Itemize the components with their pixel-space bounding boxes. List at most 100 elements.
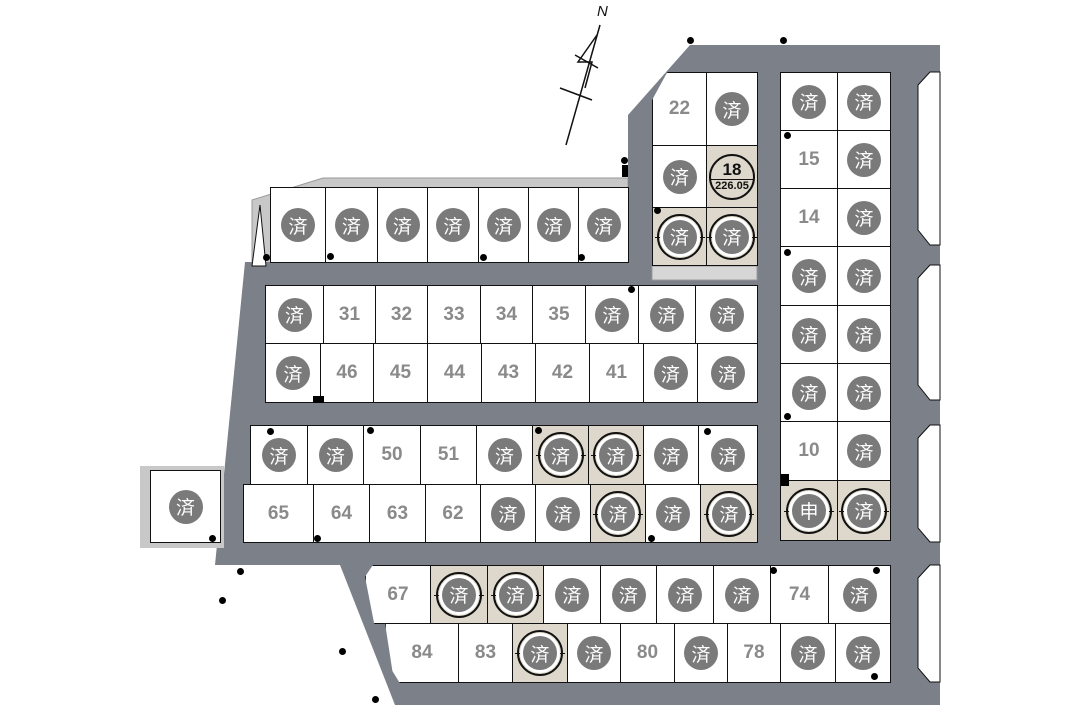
lot[interactable]: 済 <box>837 188 891 247</box>
lot[interactable]: 済 <box>645 484 701 543</box>
lot[interactable]: 済 <box>837 246 891 306</box>
lot[interactable]: 済 <box>590 484 646 543</box>
lot[interactable]: 34 <box>480 285 533 344</box>
lot[interactable]: 14 <box>780 188 838 247</box>
lot[interactable]: 済 <box>270 187 326 263</box>
lot[interactable]: 済 <box>480 484 536 543</box>
lot[interactable]: 済 <box>325 187 378 263</box>
lot[interactable]: 51 <box>420 425 477 485</box>
lot[interactable]: 済 <box>427 187 479 263</box>
lot[interactable]: 42 <box>535 343 590 403</box>
sold-badge: 済 <box>543 438 578 472</box>
sold-badge: 済 <box>847 259 881 293</box>
boundary-marker <box>628 286 635 293</box>
lot[interactable]: 済 <box>430 565 488 624</box>
lot-number: 67 <box>387 583 409 605</box>
lot[interactable]: 41 <box>589 343 644 403</box>
lot[interactable]: 済 <box>780 246 838 306</box>
lot-number: 14 <box>798 206 820 228</box>
lot[interactable]: 済 <box>713 565 771 624</box>
lot[interactable]: 63 <box>369 484 426 543</box>
lot-number: 74 <box>788 583 811 605</box>
lot[interactable]: 済 <box>643 425 699 485</box>
lot[interactable]: 済 <box>307 425 364 485</box>
lot[interactable]: 済 <box>652 145 707 208</box>
lot[interactable]: 80 <box>620 623 675 683</box>
lot[interactable]: 済 <box>543 565 601 624</box>
lot[interactable]: 済 <box>567 623 621 683</box>
lot[interactable]: 済 <box>476 425 533 485</box>
lot[interactable]: 済 <box>638 285 696 344</box>
lot[interactable]: 67 <box>365 565 431 624</box>
lot[interactable]: 78 <box>727 623 781 683</box>
lot[interactable]: 済 <box>265 343 321 403</box>
boundary-marker <box>770 567 777 574</box>
lot[interactable]: 済 <box>377 187 428 263</box>
lot[interactable]: 済 <box>706 72 758 146</box>
lot[interactable]: 43 <box>481 343 536 403</box>
lot[interactable]: 済 <box>837 363 891 422</box>
lot[interactable]: 申 <box>780 480 838 541</box>
lot[interactable]: 32 <box>375 285 428 344</box>
lot[interactable]: 74 <box>770 565 829 624</box>
lot[interactable]: 84 <box>385 623 459 683</box>
lot[interactable]: 済 <box>652 207 707 266</box>
boundary-marker <box>480 254 487 261</box>
lot[interactable]: 済 <box>150 470 221 543</box>
lot[interactable]: 44 <box>427 343 482 403</box>
lot[interactable]: 46 <box>320 343 374 403</box>
lot[interactable]: 済 <box>585 285 639 344</box>
lot[interactable]: 済 <box>835 623 891 683</box>
lot[interactable]: 済 <box>478 187 529 263</box>
lot[interactable]: 済 <box>780 305 838 364</box>
sold-badge: 済 <box>662 159 697 194</box>
lot[interactable]: 済 <box>695 285 758 344</box>
lot[interactable]: 済 <box>674 623 728 683</box>
lot[interactable]: 済 <box>532 425 589 485</box>
boundary-marker <box>621 157 628 164</box>
lot[interactable]: 33 <box>427 285 481 344</box>
lot[interactable]: 10 <box>780 421 838 481</box>
lot[interactable]: 65 <box>243 484 314 543</box>
lot[interactable]: 済 <box>706 207 758 266</box>
lot[interactable]: 済 <box>578 187 629 263</box>
lot[interactable]: 50 <box>363 425 421 485</box>
lot[interactable]: 済 <box>780 72 838 131</box>
boundary-marker <box>339 648 346 655</box>
lot[interactable]: 済 <box>528 187 579 263</box>
lot[interactable]: 済 <box>837 130 891 189</box>
lot[interactable]: 35 <box>532 285 586 344</box>
lot[interactable]: 15 <box>780 130 838 189</box>
lot[interactable]: 済 <box>698 425 758 485</box>
lot[interactable]: 済 <box>512 623 568 683</box>
lot[interactable]: 62 <box>425 484 481 543</box>
lot[interactable]: 済 <box>656 565 714 624</box>
sold-badge: 済 <box>847 200 881 235</box>
lot[interactable]: 済 <box>265 285 324 344</box>
lot[interactable]: 済 <box>535 484 591 543</box>
lot-number: 51 <box>437 444 460 465</box>
lot[interactable]: 31 <box>323 285 376 344</box>
lot[interactable]: 済 <box>250 425 308 485</box>
lot[interactable]: 済 <box>700 484 758 543</box>
lot[interactable]: 済 <box>837 305 891 364</box>
lot[interactable]: 45 <box>373 343 428 403</box>
lot[interactable]: 済 <box>600 565 657 624</box>
lot[interactable]: 済 <box>643 343 698 403</box>
lot[interactable]: 済 <box>828 565 891 624</box>
lot[interactable]: 83 <box>458 623 513 683</box>
lot-number: 31 <box>338 303 361 325</box>
lot[interactable]: 済 <box>780 623 836 683</box>
lot[interactable]: 済 <box>837 480 891 541</box>
lot[interactable]: 済 <box>837 72 891 131</box>
boundary-marker <box>209 535 216 542</box>
lot[interactable]: 済 <box>487 565 544 624</box>
lot-area: 226.05 <box>715 179 749 192</box>
sold-badge: 済 <box>654 438 688 472</box>
lot[interactable]: 済 <box>837 421 891 481</box>
lot[interactable]: 済 <box>697 343 758 403</box>
lot[interactable]: 済 <box>588 425 644 485</box>
lot[interactable]: 64 <box>313 484 370 543</box>
